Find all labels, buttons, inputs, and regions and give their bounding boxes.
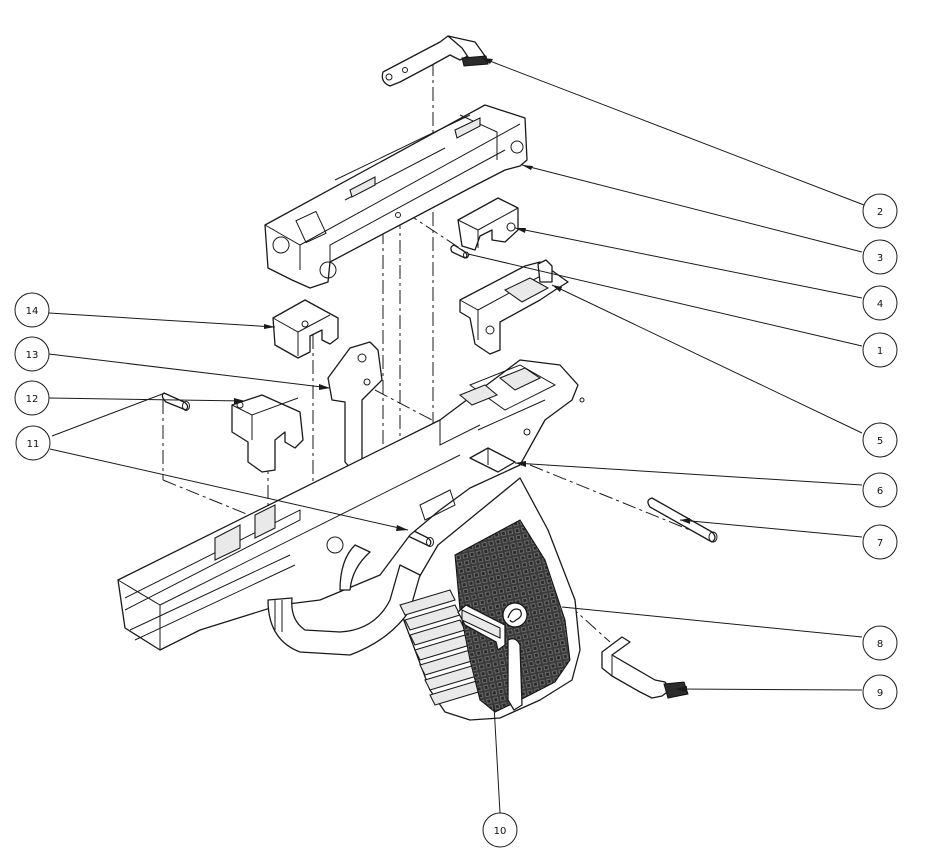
front-strap-serrations [399,589,486,706]
callout-balloon-13: 13 [14,336,50,372]
callout-balloon-14: 14 [14,292,50,328]
part-13-lever [327,341,383,471]
grip-logo-medallion [502,602,528,628]
part-6-pin [469,447,516,473]
callout-balloon-9: 9 [862,674,898,710]
part-5-locking-block [459,259,569,355]
callout-number: 14 [26,306,39,317]
callout-number: 4 [877,299,883,310]
callout-number: 2 [877,207,883,218]
callout-number: 3 [877,253,883,264]
callout-balloon-7: 7 [862,524,898,560]
callout-balloon-5: 5 [862,422,898,458]
callout-number: 12 [26,394,39,405]
part-9-magazine-release [601,636,689,699]
callout-balloon-11: 11 [15,425,51,461]
callout-balloon-3: 3 [862,239,898,275]
part-4-block [457,197,519,251]
leader-arrowheads [234,58,690,692]
callout-number: 5 [877,436,883,447]
callout-balloon-12: 12 [14,380,50,416]
callout-number: 7 [877,538,883,549]
callout-number: 6 [877,486,883,497]
part-12-block [231,394,304,473]
part-8-frame [117,359,585,721]
part-2-slide-stop-lever [381,35,489,87]
callout-number: 9 [877,688,883,699]
callout-number: 11 [27,439,40,450]
callout-balloon-1: 1 [862,332,898,368]
leader-lines [48,57,865,814]
callout-number: 10 [494,826,507,837]
part-14-rear-block [272,299,339,359]
callout-number: 13 [26,350,39,361]
part-10-takedown-lever [457,604,506,651]
callout-balloon-6: 6 [862,472,898,508]
callout-balloon-10: 10 [482,812,518,848]
callout-number: 1 [877,346,883,357]
callout-balloon-4: 4 [862,285,898,321]
part-1-pin [450,244,469,259]
callout-balloon-2: 2 [862,193,898,229]
part-3-rail-chassis [264,104,528,289]
callout-balloon-8: 8 [862,625,898,661]
callout-number: 8 [877,639,883,650]
part-11-pins [161,392,434,547]
